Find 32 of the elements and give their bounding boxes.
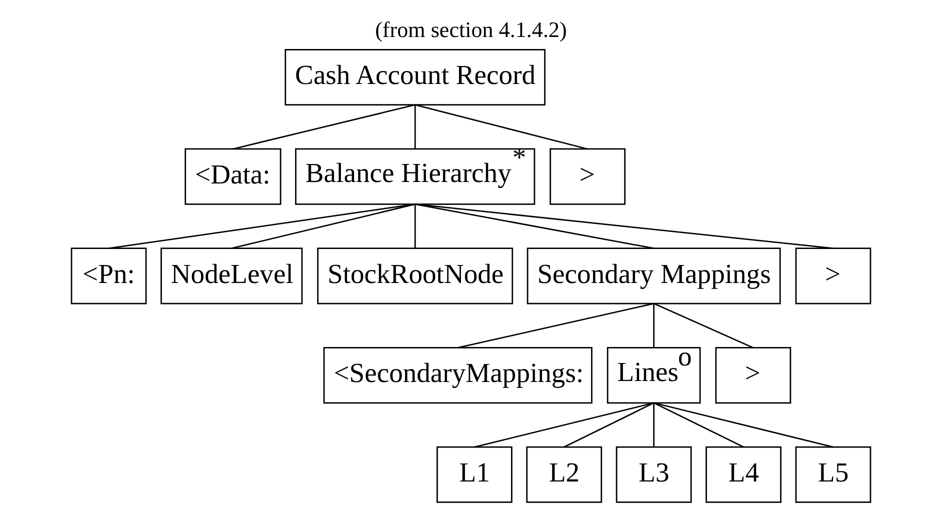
node-box: L5 [795,446,872,503]
connector [564,402,654,448]
node-box: L3 [616,446,692,503]
node-box: > [550,148,626,205]
connector [474,402,654,448]
diagram-title: (from section 4.1.4.2) [375,16,567,42]
connector [654,302,754,348]
connector [458,302,654,348]
connector [231,204,416,250]
node-box: > [715,347,792,404]
connector [414,204,416,248]
node-box: Secondary Mappings [526,248,781,304]
node-box: L2 [526,446,602,503]
node-box: NodeLevel [160,248,303,304]
connector [653,402,655,448]
node-box: Cash Account Record [284,48,546,106]
connector [654,402,834,448]
connector [414,104,588,150]
node-box: <Data: [184,148,282,205]
node-box: > [795,248,872,304]
node-box: L1 [436,446,512,503]
node-box: <SecondaryMappings: [323,347,592,404]
node-box: StockRootNode [317,248,514,304]
connector [653,304,655,348]
connector [415,204,834,250]
connector [232,104,416,150]
node-box: L4 [706,446,782,503]
node-box: <Pn: [70,248,147,304]
connector [414,104,416,149]
connector [654,402,744,448]
connector [414,204,654,250]
connector [108,204,416,250]
